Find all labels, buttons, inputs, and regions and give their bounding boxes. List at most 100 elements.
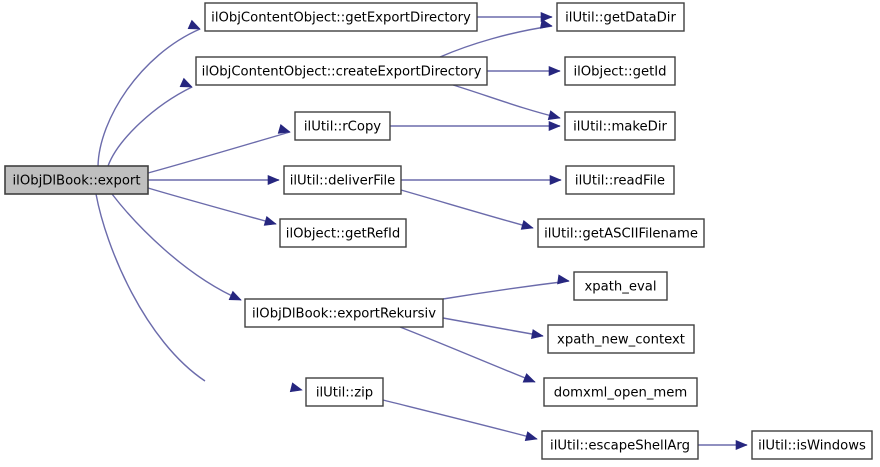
node-createExportDirectory[interactable]: ilObjContentObject::createExportDirector… [195,56,488,86]
node-readFile[interactable]: ilUtil::readFile [565,165,675,195]
node-getDataDir[interactable]: ilUtil::getDataDir [556,2,685,32]
edge-line [452,84,561,119]
edge-export-to-getExportDirectory [97,19,201,167]
arrow-head-icon [548,120,561,132]
edge-line [399,326,536,383]
node-box[interactable] [294,111,391,141]
node-label: ilUtil::deliverFile [290,174,396,189]
edge-deliverFile-to-readFile [401,174,562,186]
edge-getExportDirectory-to-getDataDir [477,11,553,23]
edge-deliverFile-to-getASCIIFilename [400,189,534,230]
arrow-head-icon [548,65,561,77]
node-box[interactable] [279,218,407,248]
arrow-head-icon [228,290,242,301]
edge-rCopy-to-makeDir [390,120,561,132]
node-export[interactable]: ilObjDlBook::export [4,165,149,195]
node-domxml_open_mem[interactable]: domxml_open_mem [543,377,698,407]
edge-line [382,399,538,440]
edge-export-to-deliverFile [148,174,280,186]
node-label: ilObject::getId [573,65,666,80]
node-box[interactable] [565,165,675,195]
edge-exportRekursiv-to-xpath_eval [442,274,570,300]
edge-zip-to-escapeShellArg [382,399,538,441]
arrow-head-icon [267,174,280,186]
edge-export-to-exportRekursiv [111,193,242,301]
arrow-head-icon [187,19,201,30]
node-box[interactable] [564,56,676,86]
node-label: ilUtil::isWindows [758,439,866,454]
node-box[interactable] [573,271,668,301]
arrow-head-icon [549,174,562,186]
node-box[interactable] [283,165,402,195]
node-exportRekursiv[interactable]: ilObjDlBook::exportRekursiv [244,298,444,328]
edge-line [147,187,277,225]
node-label: ilUtil::escapeShellArg [550,439,690,454]
node-makeDir[interactable]: ilUtil::makeDir [564,111,676,141]
arrow-head-icon [735,439,748,451]
node-box[interactable] [541,430,699,460]
node-box[interactable] [204,2,478,32]
arrow-head-icon [179,77,193,88]
edge-exportRekursiv-to-domxml_open_mem [399,326,536,383]
node-box[interactable] [543,377,698,407]
edge-export-to-createExportDirectory [107,77,193,167]
node-box[interactable] [751,430,873,460]
node-label: ilObjDlBook::exportRekursiv [252,307,436,322]
node-label: ilUtil::getDataDir [565,11,676,26]
node-box[interactable] [537,218,705,248]
node-box[interactable] [564,111,676,141]
node-label: ilObject::getRefId [286,227,400,242]
node-getASCIIFilename[interactable]: ilUtil::getASCIIFilename [537,218,705,248]
arrow-head-icon [547,110,561,120]
node-getExportDirectory[interactable]: ilObjContentObject::getExportDirectory [204,2,478,32]
edge-export-to-rCopy [147,124,291,174]
edge-createExportDirectory-to-getId [487,65,561,77]
edge-export-to-zip [95,193,303,393]
edge-line [147,131,291,174]
edge-line [439,25,553,58]
edge-line [400,189,534,229]
node-label: xpath_new_context [557,333,685,348]
edge-createExportDirectory-to-makeDir [452,84,561,120]
arrow-head-icon [524,431,538,441]
node-label: ilObjContentObject::createExportDirector… [202,65,482,80]
nodes-layer: ilObjDlBook::export ilObjContentObject::g… [4,2,873,460]
edge-line [97,28,201,167]
node-label: ilUtil::rCopy [304,120,381,135]
node-xpath_eval[interactable]: xpath_eval [573,271,668,301]
arrow-head-icon [557,274,570,285]
arrow-head-icon [520,220,534,230]
node-box[interactable] [556,2,685,32]
node-label: ilUtil::zip [316,386,373,401]
edges-layer [95,11,748,451]
node-box[interactable] [305,377,384,407]
node-xpath_new_context[interactable]: xpath_new_context [547,324,695,354]
edge-export-to-getRefId [147,187,277,226]
node-box[interactable] [4,165,149,195]
node-getId[interactable]: ilObject::getId [564,56,676,86]
edge-line [95,193,206,382]
node-label: ilObjDlBook::export [13,174,141,189]
arrow-head-icon [539,18,553,29]
arrow-head-icon [289,382,303,393]
node-box[interactable] [244,298,444,328]
node-box[interactable] [195,56,488,86]
edge-exportRekursiv-to-xpath_new_context [442,317,544,340]
node-label: ilUtil::makeDir [573,120,667,135]
node-zip[interactable]: ilUtil::zip [305,377,384,407]
node-label: ilUtil::readFile [575,174,665,189]
node-deliverFile[interactable]: ilUtil::deliverFile [283,165,402,195]
node-escapeShellArg[interactable]: ilUtil::escapeShellArg [541,430,699,460]
node-getRefId[interactable]: ilObject::getRefId [279,218,407,248]
node-rCopy[interactable]: ilUtil::rCopy [294,111,391,141]
arrow-head-icon [263,216,277,226]
node-isWindows[interactable]: ilUtil::isWindows [751,430,873,460]
arrow-head-icon [522,373,536,383]
edge-line [107,86,193,167]
edge-line [442,280,570,300]
node-box[interactable] [547,324,695,354]
arrow-head-icon [277,124,291,134]
node-label: domxml_open_mem [554,386,688,401]
